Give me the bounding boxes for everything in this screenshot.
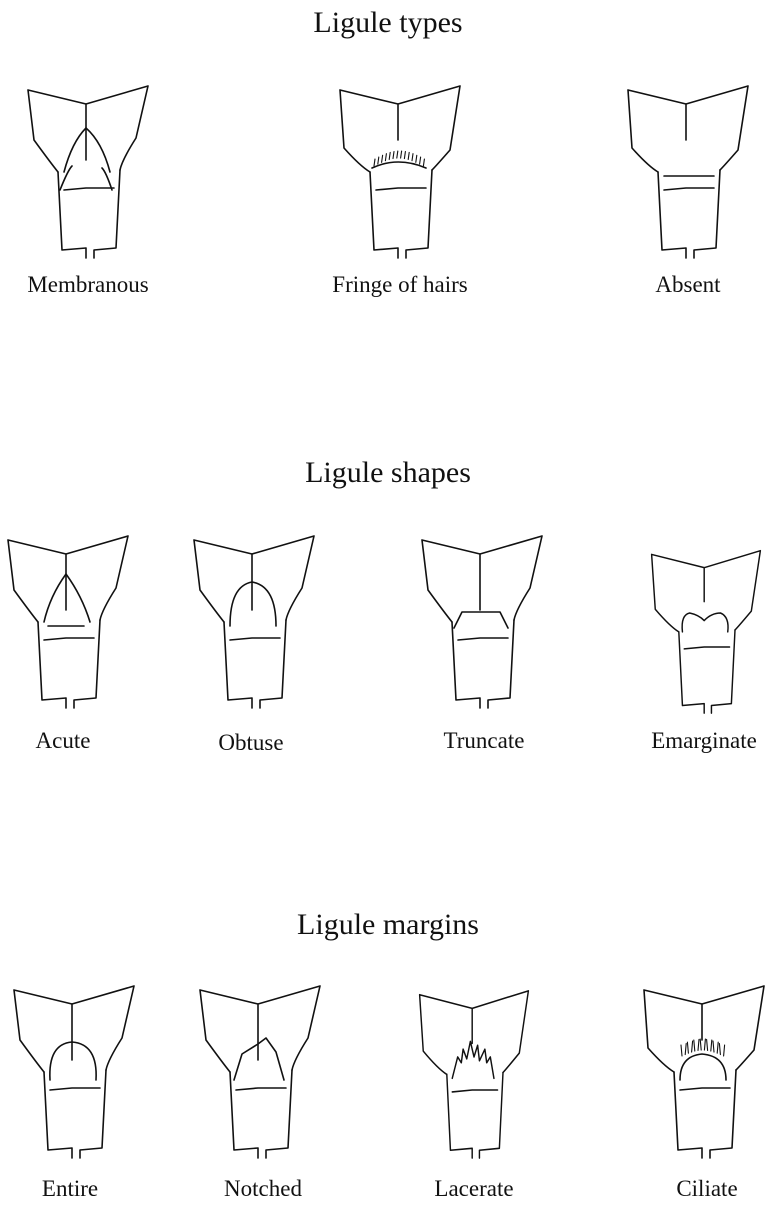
- ligule-illustration-notched: [196, 980, 324, 1160]
- ligule-label-emarginate: Emarginate: [634, 728, 774, 754]
- ligule-label-acute: Acute: [0, 728, 126, 754]
- ligule-illustration-emarginate: [648, 545, 764, 715]
- ligule-illustration-absent: [624, 80, 752, 260]
- ligule-label-entire: Entire: [6, 1176, 134, 1202]
- ligule-illustration-truncate: [418, 530, 546, 710]
- ligule-label-lacerate: Lacerate: [404, 1176, 544, 1202]
- section-title-ligule-shapes: Ligule shapes: [0, 456, 776, 490]
- ligule-illustration-lacerate: [416, 985, 532, 1160]
- section-title-ligule-types: Ligule types: [0, 6, 776, 40]
- ligule-illustration-obtuse: [190, 530, 318, 710]
- ligule-illustration-entire: [10, 980, 138, 1160]
- ligule-label-ciliate: Ciliate: [642, 1176, 772, 1202]
- ligule-illustration-acute: [4, 530, 132, 710]
- ligule-label-notched: Notched: [196, 1176, 330, 1202]
- ligule-illustration-fringe-of-hairs: [336, 80, 464, 260]
- ligule-label-obtuse: Obtuse: [188, 730, 314, 756]
- ligule-label-truncate: Truncate: [416, 728, 552, 754]
- ligule-label-membranous: Membranous: [0, 272, 176, 298]
- ligule-label-fringe-of-hairs: Fringe of hairs: [300, 272, 500, 298]
- ligule-illustration-membranous: [24, 80, 152, 260]
- ligule-illustration-ciliate: [640, 980, 768, 1160]
- section-title-ligule-margins: Ligule margins: [0, 908, 776, 942]
- ligule-label-absent: Absent: [612, 272, 764, 298]
